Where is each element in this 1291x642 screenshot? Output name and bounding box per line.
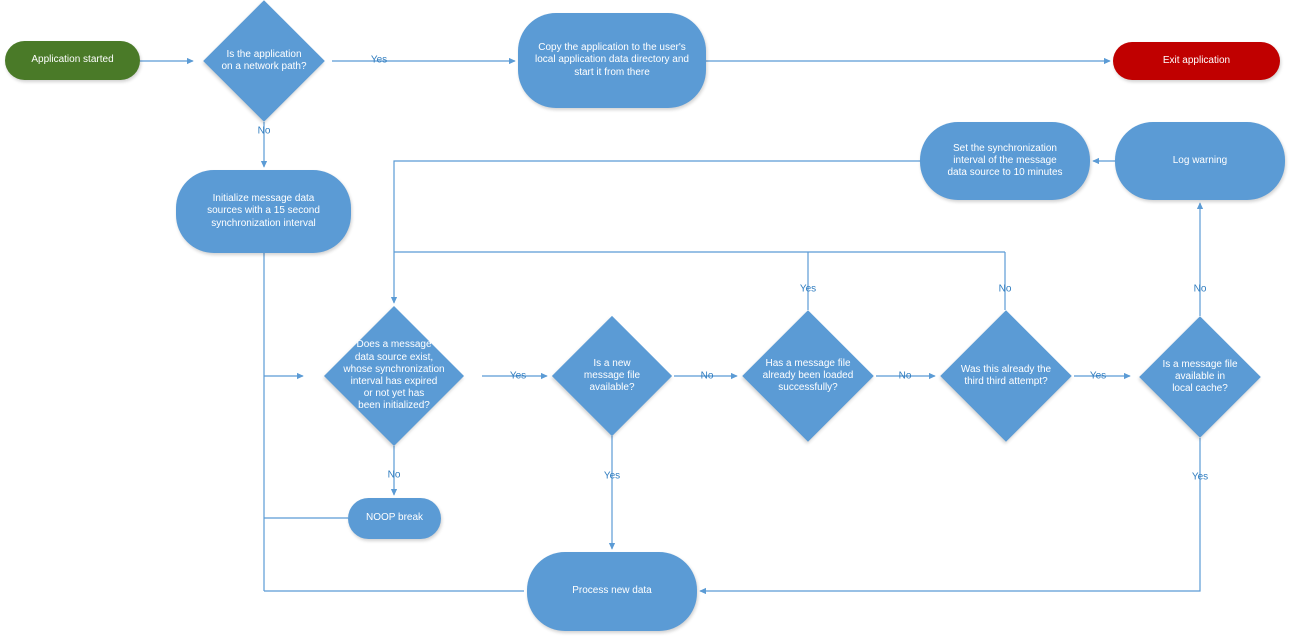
node-process-new-data[interactable]: Process new data bbox=[527, 552, 697, 631]
edge-label-exists-no-to-noop: No bbox=[387, 469, 401, 481]
node-label: Copy the application to the user's local… bbox=[535, 42, 689, 78]
node-label: Does a message data source exist, whose … bbox=[343, 339, 445, 412]
node-noop-break[interactable]: NOOP break bbox=[348, 498, 441, 539]
node-does-message-data-source-exist[interactable]: Does a message data source exist, whose … bbox=[306, 305, 482, 447]
edge-label-loaded-yes-up-to-retry-rail: Yes bbox=[799, 283, 817, 295]
edge-sync-interval-loop-back bbox=[390, 160, 920, 304]
edge-label-loaded-no-to-third-attempt: No bbox=[898, 370, 912, 382]
node-label: Is a new message file available? bbox=[583, 357, 641, 394]
node-label: Was this already the third third attempt… bbox=[960, 363, 1052, 387]
node-label: Process new data bbox=[572, 585, 652, 597]
node-application-started[interactable]: Application started bbox=[5, 41, 140, 80]
edge-label-exists-yes-to-new-file: Yes bbox=[509, 370, 527, 382]
node-exit-application[interactable]: Exit application bbox=[1113, 42, 1280, 80]
node-copy-application[interactable]: Copy the application to the user's local… bbox=[518, 13, 706, 108]
node-initialize-message-data-sources[interactable]: Initialize message data sources with a 1… bbox=[176, 170, 351, 253]
edge-label-third-attempt-no-up-to-retry-rail: No bbox=[998, 283, 1012, 295]
node-label: Application started bbox=[31, 54, 114, 66]
node-log-warning[interactable]: Log warning bbox=[1115, 122, 1285, 200]
node-label: Has a message file already been loaded s… bbox=[762, 357, 854, 394]
node-is-new-message-file-available[interactable]: Is a new message file available? bbox=[550, 315, 674, 437]
node-label: Is the application on a network path? bbox=[221, 48, 307, 72]
edge-label-new-file-no-to-loaded: No bbox=[700, 370, 714, 382]
node-was-this-third-attempt[interactable]: Was this already the third third attempt… bbox=[938, 310, 1074, 442]
node-has-message-file-been-loaded[interactable]: Has a message file already been loaded s… bbox=[740, 310, 876, 442]
edge-label-network-yes-to-copy: Yes bbox=[370, 54, 388, 66]
edge-label-third-attempt-yes-to-local-cache: Yes bbox=[1089, 370, 1107, 382]
node-label: Log warning bbox=[1172, 154, 1228, 166]
node-label: Initialize message data sources with a 1… bbox=[207, 193, 320, 229]
node-set-sync-interval-10-min[interactable]: Set the synchronization interval of the … bbox=[920, 122, 1090, 200]
node-is-message-file-in-local-cache[interactable]: Is a message file available in local cac… bbox=[1133, 316, 1267, 438]
edge-local-cache-yes-to-process bbox=[699, 438, 1201, 595]
edge-label-new-file-yes-to-process: Yes bbox=[603, 470, 621, 482]
edge-label-local-cache-yes-to-process: Yes bbox=[1191, 471, 1209, 483]
edge-label-local-cache-no-to-log-warning: No bbox=[1193, 283, 1207, 295]
node-label: Is a message file available in local cac… bbox=[1162, 358, 1238, 395]
node-label: Set the synchronization interval of the … bbox=[947, 142, 1063, 179]
node-is-app-on-network-path[interactable]: Is the application on a network path? bbox=[196, 0, 332, 122]
node-label: NOOP break bbox=[365, 512, 424, 524]
node-label: Exit application bbox=[1162, 54, 1231, 66]
edge-label-network-no-to-initialize: No bbox=[257, 125, 271, 137]
